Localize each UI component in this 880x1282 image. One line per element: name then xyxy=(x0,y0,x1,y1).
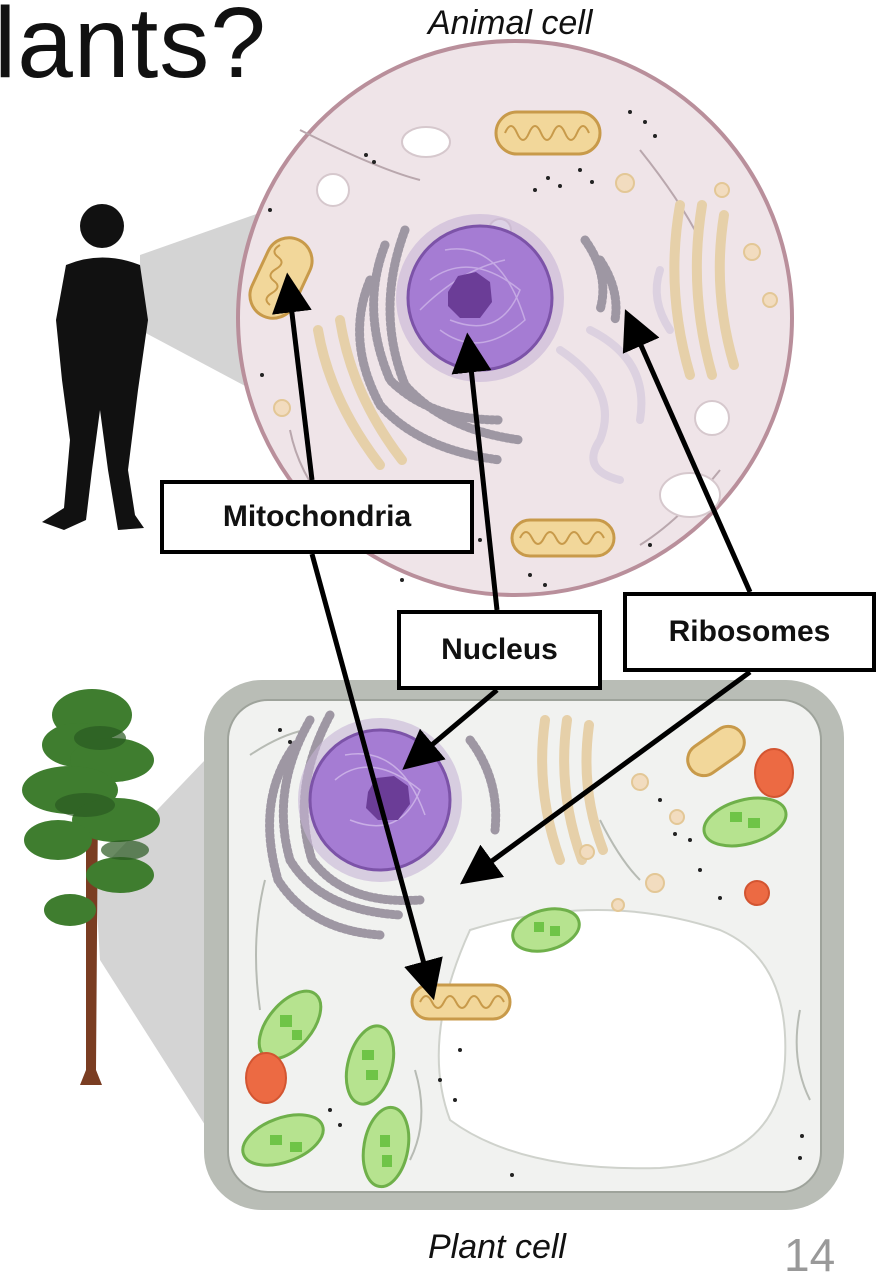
mitochondria-label: Mitochondria xyxy=(160,480,474,554)
nucleus-label: Nucleus xyxy=(397,610,602,690)
plant-cell-caption: Plant cell xyxy=(428,1228,566,1267)
tree-icon xyxy=(22,689,160,1085)
plant-cell xyxy=(204,680,844,1210)
human-silhouette-icon xyxy=(42,204,148,530)
ribosomes-label: Ribosomes xyxy=(623,592,876,672)
central-vacuole xyxy=(439,910,786,1168)
page-number: 14 xyxy=(784,1228,835,1282)
